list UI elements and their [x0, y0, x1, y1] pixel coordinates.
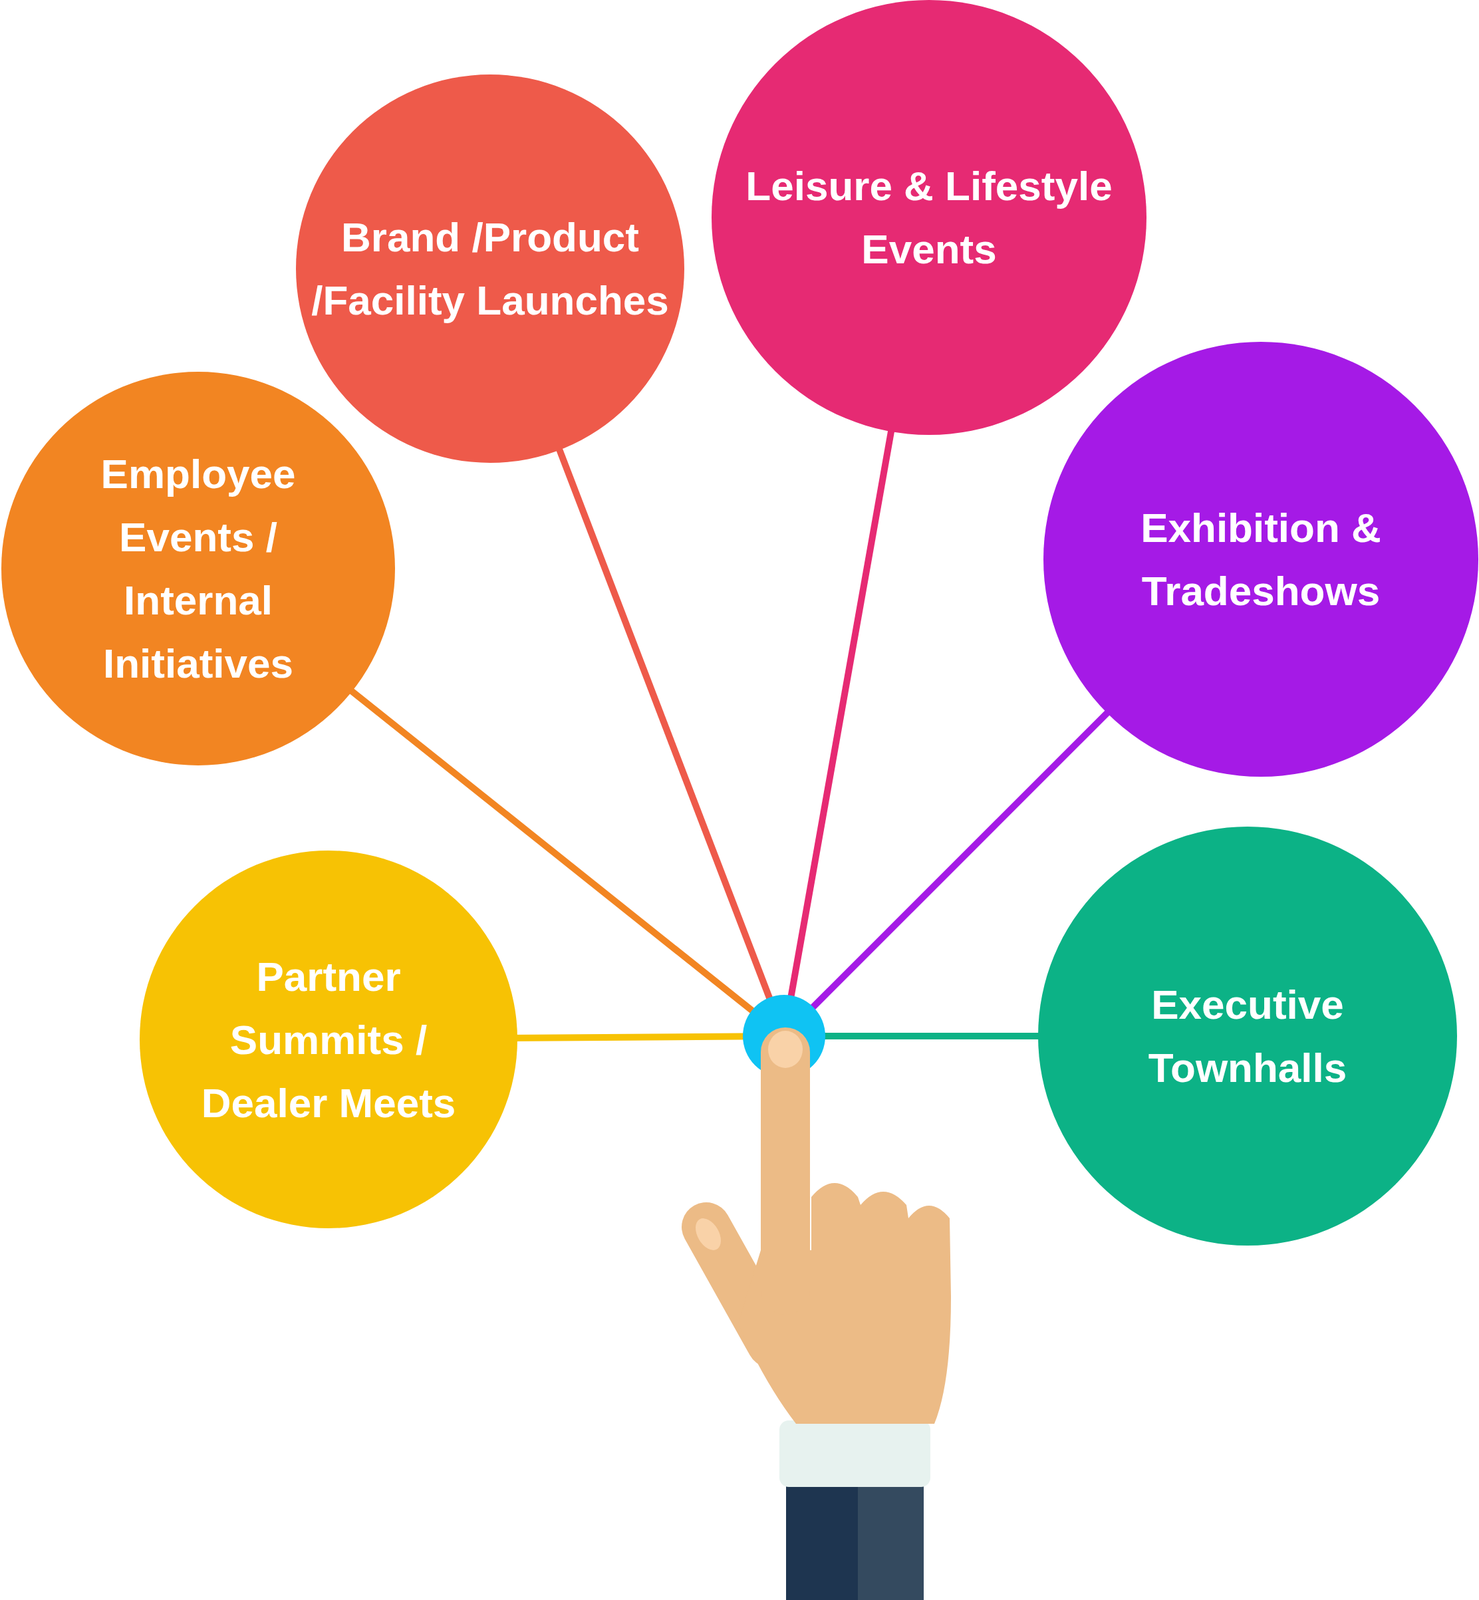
topic-label: Partner Summits / Dealer Meets [195, 944, 462, 1135]
circle-shape [711, 0, 1147, 435]
finger-nail [768, 1030, 803, 1069]
circle-shape [1043, 341, 1479, 777]
topic-label: Executive Townhalls [1107, 972, 1388, 1100]
topic-label: Leisure & Lifestyle Events [742, 154, 1116, 281]
circle-fill [139, 850, 518, 1229]
topic-label: Exhibition & Tradeshows [1107, 496, 1414, 623]
circle-fill [711, 0, 1147, 435]
topic-circle: Leisure & Lifestyle Events [711, 0, 1147, 435]
topic-circle: Employee Events / Internal Initiatives [1, 371, 396, 766]
circle-fill [1043, 341, 1479, 777]
circle-shape [295, 74, 685, 463]
index-finger [760, 1052, 810, 1291]
topic-circle: Brand /Product /Facility Launches [295, 74, 685, 463]
hub-dot [742, 994, 826, 1078]
topic-circle: Partner Summits / Dealer Meets [139, 850, 518, 1229]
sleeve [786, 1485, 924, 1600]
pointing-hand [690, 1030, 951, 1600]
circle-fill [1038, 826, 1458, 1246]
sleeve-shade [857, 1485, 924, 1600]
topic-circle: Executive Townhalls [1038, 826, 1458, 1246]
circle-fill [295, 74, 685, 463]
circle-shape [1, 371, 396, 766]
topic-label: Brand /Product /Facility Launches [310, 205, 670, 332]
topic-circle: Exhibition & Tradeshows [1043, 341, 1479, 777]
cuff [779, 1420, 931, 1487]
thumb-nail [690, 1213, 727, 1255]
circle-fill [1, 371, 396, 766]
circle-shape [1038, 826, 1458, 1246]
topic-label: Employee Events / Internal Initiatives [58, 442, 338, 695]
